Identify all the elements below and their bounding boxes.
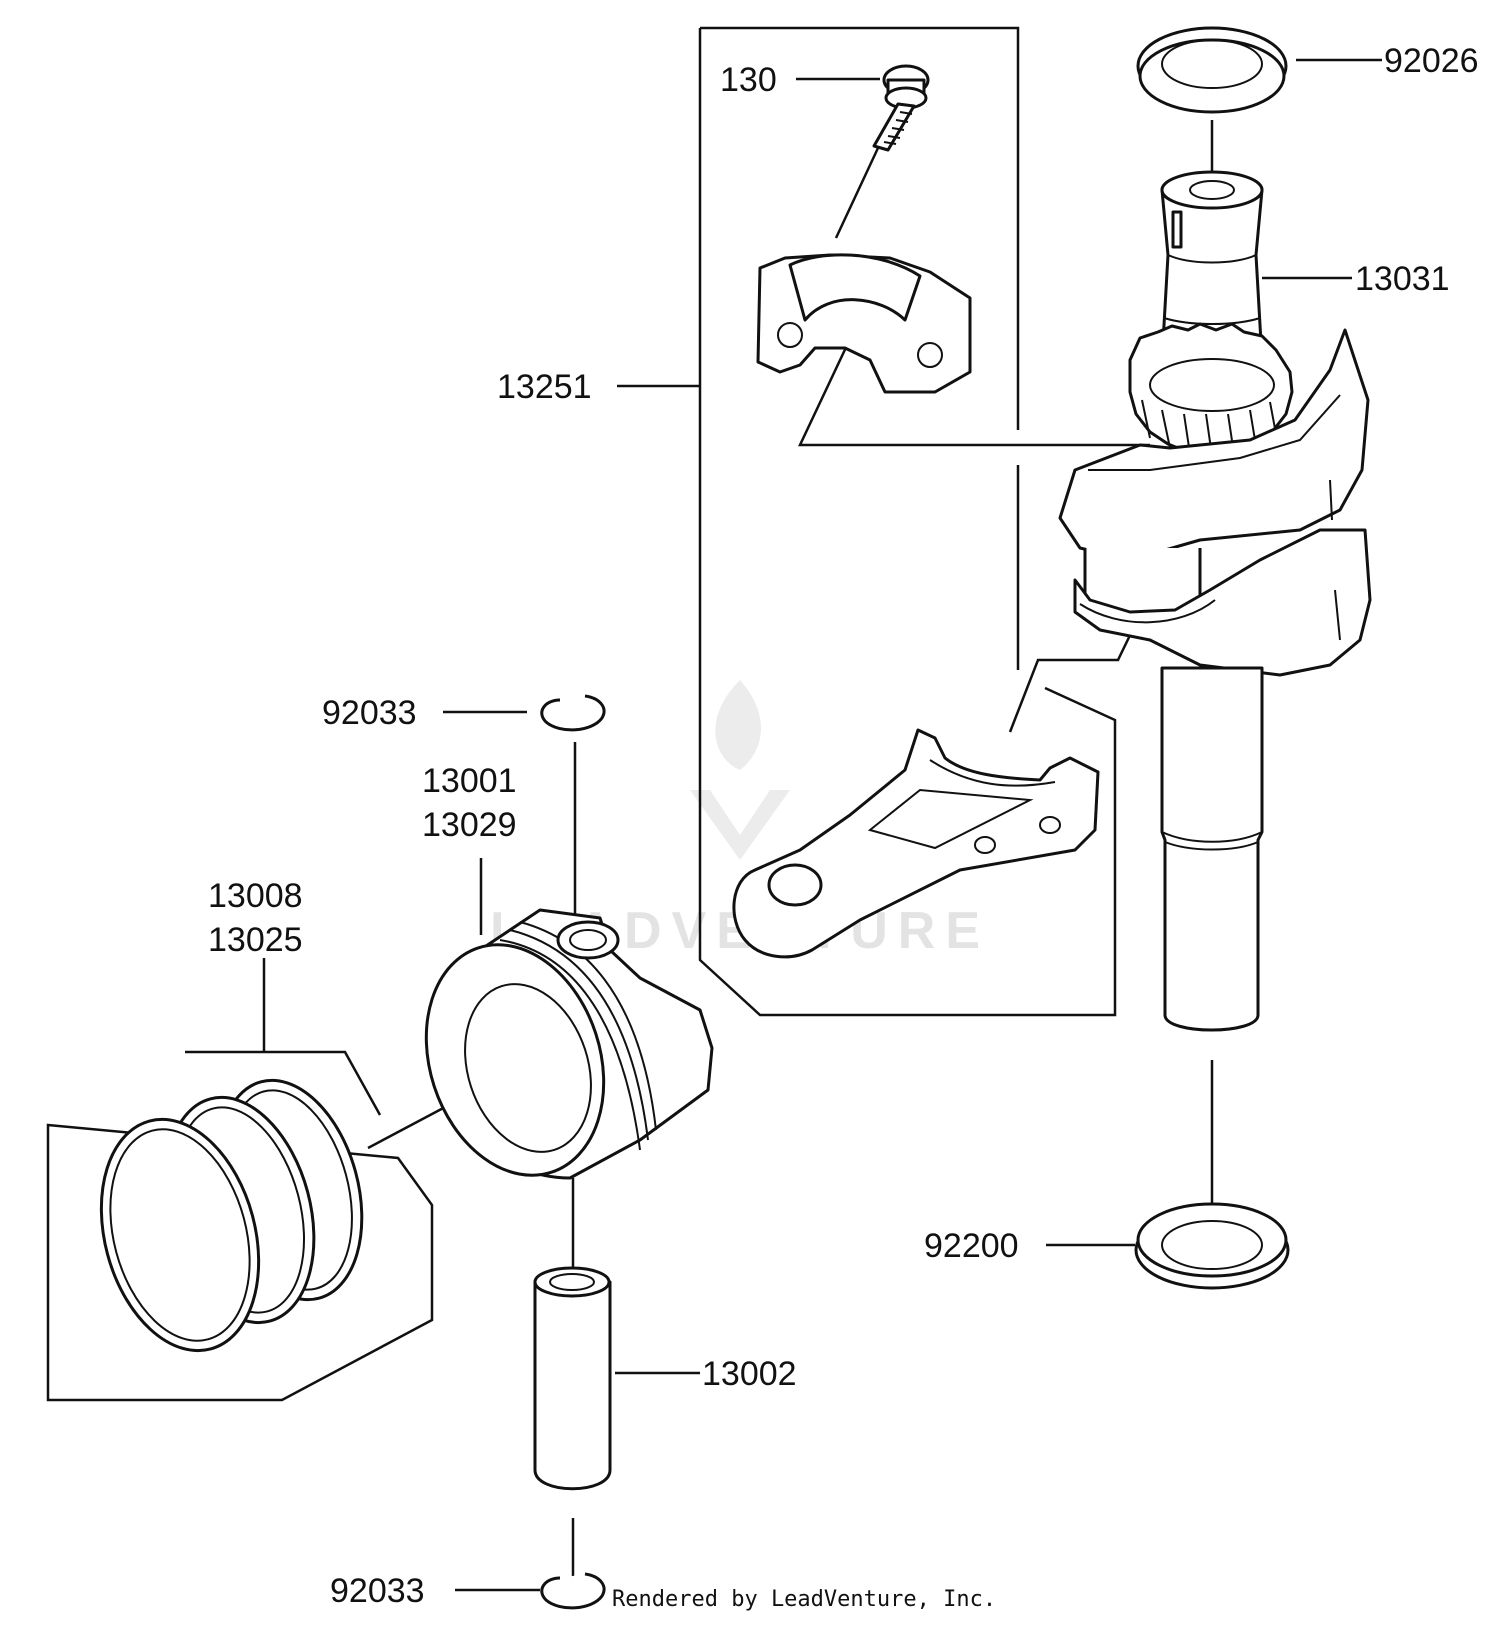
watermark-flame-icon xyxy=(715,680,761,770)
piston-pin-13002-part xyxy=(533,1266,612,1491)
circlip-92033-bottom-part xyxy=(540,1572,606,1610)
callout-13025: 13025 xyxy=(208,921,303,959)
callout-13001: 13001 xyxy=(422,762,517,800)
leader-130-to-cap xyxy=(834,147,880,239)
conrod-13251-part xyxy=(732,728,1100,959)
circlip-92033-top-part xyxy=(540,694,606,732)
piston-13001-part xyxy=(424,908,714,1180)
keyway-slot xyxy=(1171,210,1183,249)
callout-13002: 13002 xyxy=(702,1355,797,1393)
callout-13008: 13008 xyxy=(208,877,303,915)
piston-ring-group-outline xyxy=(46,1050,434,1402)
callout-92033-top: 92033 xyxy=(322,694,417,732)
callout-13031: 13031 xyxy=(1355,260,1450,298)
callout-92200: 92200 xyxy=(924,1227,1019,1265)
callout-labels: 130 92026 13031 13251 92033 13001 13029 … xyxy=(208,42,1479,1610)
washer-92026-part xyxy=(1136,26,1288,114)
crankshaft-13031-part xyxy=(1058,170,1372,1032)
bolt-130-part xyxy=(872,64,930,152)
conrod-group-outline-lower xyxy=(698,28,1117,1017)
piston-rings-13008-part xyxy=(99,1078,364,1353)
watermark-v-icon xyxy=(690,790,790,860)
footer-credit: Rendered by LeadVenture, Inc. xyxy=(612,1587,996,1612)
conrod-group-outline xyxy=(700,26,1020,430)
callout-92026: 92026 xyxy=(1384,42,1479,80)
washer-92200-part xyxy=(1134,1202,1290,1290)
callout-13029: 13029 xyxy=(422,806,517,844)
leader-cap-to-crank xyxy=(798,321,1150,447)
conrod-cap-part xyxy=(756,253,972,394)
callout-130: 130 xyxy=(720,61,777,99)
callout-13251: 13251 xyxy=(497,368,592,406)
callout-92033-bottom: 92033 xyxy=(330,1572,425,1610)
